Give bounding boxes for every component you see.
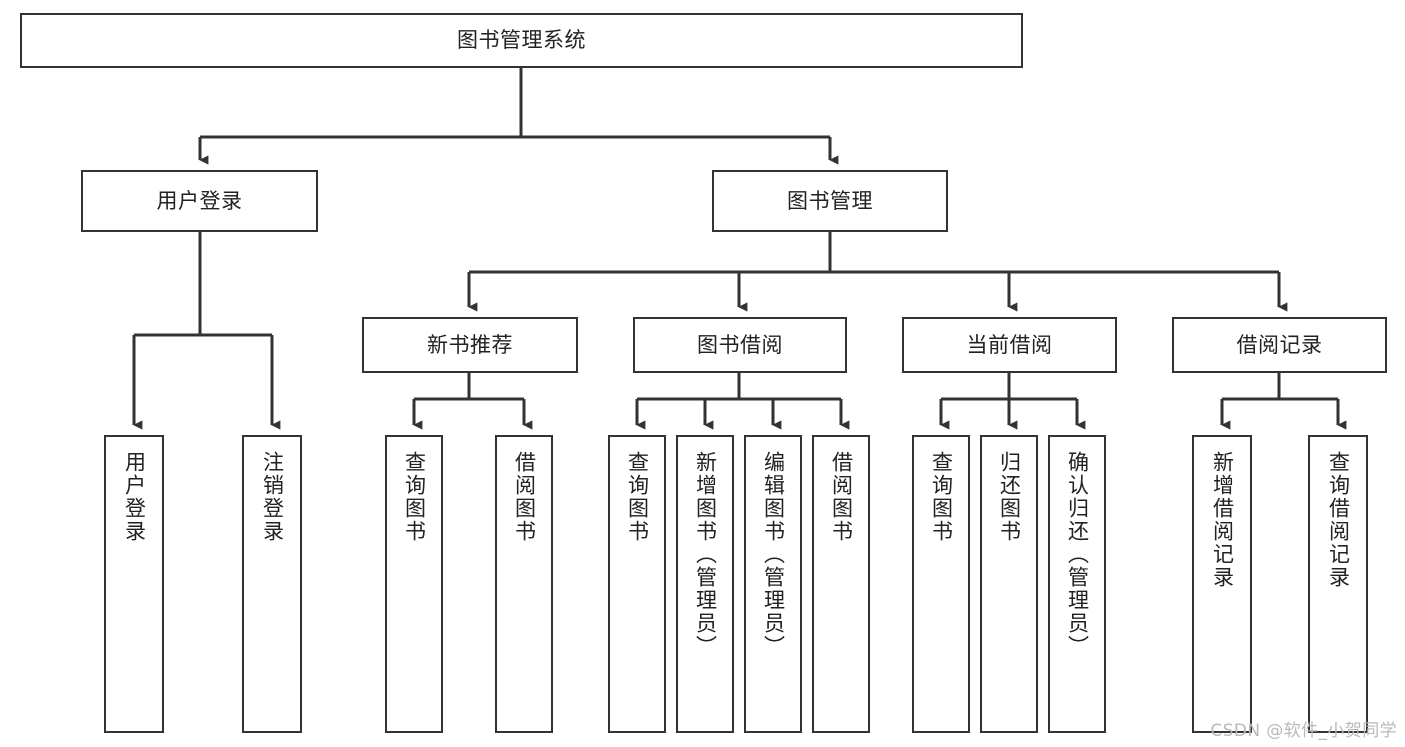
leaf-query-borrow-record[interactable]: 查询借阅记录: [1308, 435, 1368, 733]
node-book-borrow[interactable]: 图书借阅: [633, 317, 847, 373]
leaf-add-borrow-record[interactable]: 新增借阅记录: [1192, 435, 1252, 733]
leaf-query-book-current[interactable]: 查询图书: [912, 435, 970, 733]
node-new-book-recommend[interactable]: 新书推荐: [362, 317, 578, 373]
leaf-add-book-admin-label: 新增图书（管理员）: [693, 451, 718, 658]
leaf-edit-book-admin[interactable]: 编辑图书（管理员）: [744, 435, 802, 733]
leaf-query-book-borrow[interactable]: 查询图书: [608, 435, 666, 733]
leaf-confirm-return-admin-label: 确认归还（管理员）: [1065, 451, 1090, 658]
leaf-return-book-label: 归还图书: [997, 451, 1022, 543]
node-current-borrow[interactable]: 当前借阅: [902, 317, 1117, 373]
leaf-add-book-admin[interactable]: 新增图书（管理员）: [676, 435, 734, 733]
leaf-query-book-newbook-label: 查询图书: [402, 451, 427, 543]
node-borrow-records[interactable]: 借阅记录: [1172, 317, 1387, 373]
node-borrow-records-label: 借阅记录: [1236, 332, 1323, 357]
leaf-borrow-book-newbook-label: 借阅图书: [512, 451, 537, 543]
node-new-book-recommend-label: 新书推荐: [427, 332, 513, 357]
leaf-query-borrow-record-label: 查询借阅记录: [1326, 451, 1351, 589]
leaf-edit-book-admin-label: 编辑图书（管理员）: [761, 451, 786, 658]
node-book-borrow-label: 图书借阅: [697, 332, 783, 357]
leaf-query-book-newbook[interactable]: 查询图书: [385, 435, 443, 733]
leaf-borrow-book-label: 借阅图书: [829, 451, 854, 543]
leaf-confirm-return-admin[interactable]: 确认归还（管理员）: [1048, 435, 1106, 733]
node-current-borrow-label: 当前借阅: [966, 332, 1053, 357]
node-book-management-label: 图书管理: [787, 188, 873, 213]
leaf-user-login[interactable]: 用户登录: [104, 435, 164, 733]
node-user-login[interactable]: 用户登录: [81, 170, 318, 232]
leaf-borrow-book[interactable]: 借阅图书: [812, 435, 870, 733]
leaf-user-login-label: 用户登录: [122, 451, 147, 543]
leaf-return-book[interactable]: 归还图书: [980, 435, 1038, 733]
node-root[interactable]: 图书管理系统: [20, 13, 1023, 68]
leaf-logout[interactable]: 注销登录: [242, 435, 302, 733]
leaf-borrow-book-newbook[interactable]: 借阅图书: [495, 435, 553, 733]
leaf-query-book-borrow-label: 查询图书: [625, 451, 650, 543]
node-root-label: 图书管理系统: [457, 28, 586, 53]
leaf-logout-label: 注销登录: [260, 451, 285, 543]
node-book-management[interactable]: 图书管理: [712, 170, 948, 232]
leaf-add-borrow-record-label: 新增借阅记录: [1210, 451, 1235, 589]
leaf-query-book-current-label: 查询图书: [929, 451, 954, 543]
node-user-login-label: 用户登录: [156, 188, 243, 213]
watermark-text: CSDN @软件_小贺同学: [1210, 721, 1397, 741]
